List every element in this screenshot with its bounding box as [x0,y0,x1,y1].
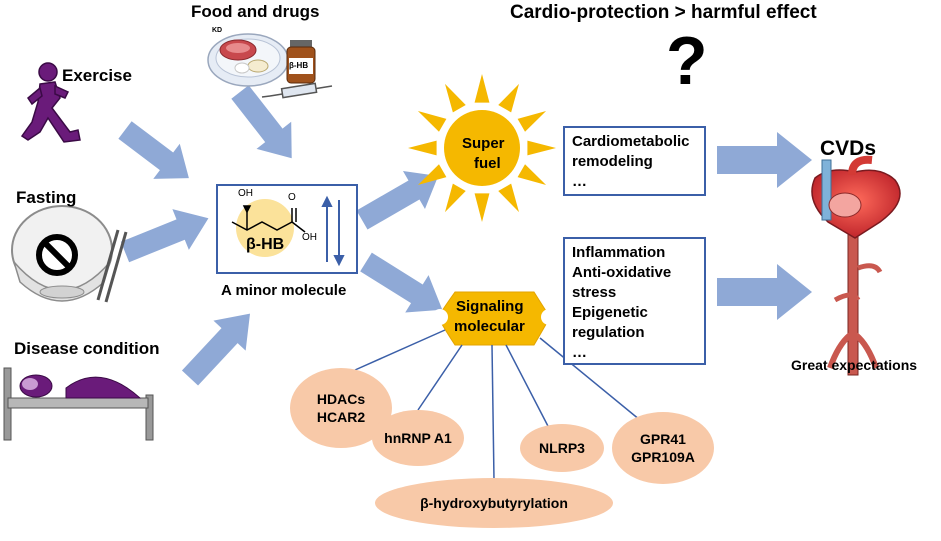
cardiometabolic-line: Cardiometabolic [572,133,690,150]
drug-bhb-label: β-HB [289,61,309,70]
super-fuel-text-line2: fuel [474,155,501,172]
molecule-caption: A minor molecule [221,282,347,299]
sun-ray [527,140,556,156]
inflammation-line: Epigenetic [572,304,648,321]
arrow-disease-to-molecule [181,313,251,386]
drug-vial-icon [286,40,316,84]
signaling-text-line1: Signaling [456,298,524,315]
cvds-label: CVDs [820,137,877,160]
exercise-label: Exercise [62,66,132,85]
food-kd-label: KD [212,27,223,34]
nlrp3-label: NLRP3 [539,440,585,456]
sun-ray [474,193,490,222]
hospital-bed-icon [3,367,154,441]
bhb-ylation-label: β-hydroxybutyrylation [420,495,568,511]
sun-disc [444,110,520,186]
hcar2-label: HCAR2 [316,409,366,425]
heart-illustration [811,155,901,376]
molecule-o-top: O [288,192,296,203]
inflammation-line: Inflammation [572,244,666,261]
arrow-food-to-molecule [231,85,292,159]
food-plate-icon [207,33,289,87]
molecule-oh-top: OH [238,188,253,199]
cardiometabolic-line: … [572,173,587,190]
nlrp3-oval: NLRP3 [520,424,604,472]
hdacs-label: HDACs [316,391,366,407]
arrow-cardiometabolic-to-cvds [717,132,812,188]
molecule-structure [231,205,306,233]
syringe-icon [261,82,333,99]
sun-ray [498,183,519,213]
signaling-text-line2: molecular [454,318,525,335]
inflammation-line: stress [572,284,617,301]
arrow-fasting-to-molecule [120,209,209,263]
no-symbol-icon [36,234,78,276]
header-title: Cardio-protection > harmful effect [510,2,817,23]
super-fuel-sun [408,74,556,222]
sun-ray [417,164,447,185]
hnrnp-a1-oval: hnRNP A1 [372,410,464,466]
food-and-drugs-label: Food and drugs [191,2,320,21]
fasting-label: Fasting [16,188,77,207]
sun-ray [498,83,519,113]
block-arrows [118,85,812,386]
sun-ray [517,164,547,185]
arrow-molecule-to-superfuel [356,170,439,230]
great-expectations-label: Great expectations [791,357,918,373]
gpr41-label: GPR41 [640,431,686,447]
sun-ray [474,74,490,103]
gpr109a-label: GPR109A [631,449,695,465]
molecule-oh-right: OH [302,232,317,243]
sun-ray [445,83,466,113]
inflammation-line: Anti-oxidative [572,264,672,281]
sun-ray [408,140,437,156]
sun-ray [445,183,466,213]
super-fuel-text-line1: Super [462,135,505,152]
signaling-connectors [354,329,641,481]
signaling-molecular-shape [432,291,557,346]
sun-ray [517,111,547,132]
arrow-inflammation-to-cvds [717,264,812,320]
cardiometabolic-line: remodeling [572,153,653,170]
exercise-person-icon [20,62,81,143]
sun-ray [417,111,447,132]
molecule-box [216,184,358,274]
question-mark: ? [666,23,708,99]
arrow-molecule-to-signaling [360,252,443,313]
equilibrium-arrows-icon [321,195,345,267]
inflammation-line: regulation [572,324,645,341]
inflammation-box: Inflammation Anti-oxidative stress Epige… [563,237,706,365]
molecule-name: β-HB [246,236,285,253]
hnrnp-a1-label: hnRNP A1 [384,430,452,446]
inflammation-line: … [572,344,587,361]
arrow-exercise-to-molecule [118,121,189,179]
cardiometabolic-box: Cardiometabolic remodeling … [563,126,706,196]
bhb-ylation-oval: β-hydroxybutyrylation [375,478,613,528]
disease-condition-label: Disease condition [14,339,160,358]
